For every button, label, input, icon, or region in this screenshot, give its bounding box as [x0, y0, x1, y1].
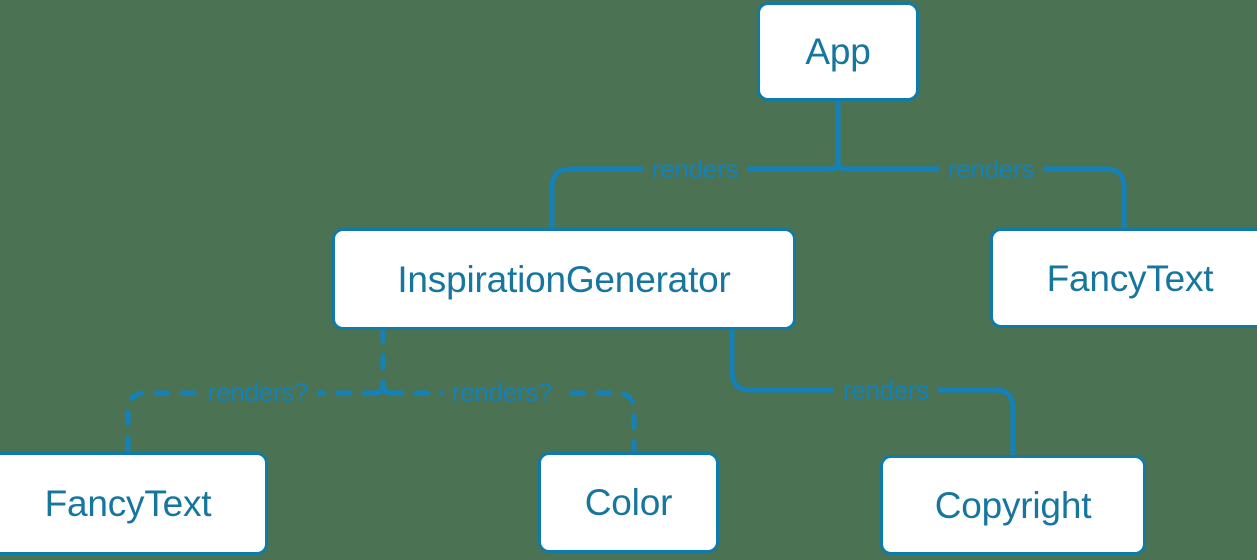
edge-label-inspirationgenerator-to-color: renders?: [442, 379, 562, 405]
edge-app-trunk: [828, 98, 841, 172]
edge-app-to-fancytext: [842, 166, 1127, 231]
node-color[interactable]: Color: [538, 452, 719, 553]
node-inspirationgenerator-label: InspirationGenerator: [397, 258, 731, 300]
edge-label-inspirationgenerator-to-copyright: renders: [833, 377, 939, 403]
edge-label-inspirationgenerator-to-fancytext-bottom: renders?: [198, 379, 318, 405]
edge-label-app-to-inspirationgenerator: renders: [642, 156, 748, 182]
node-app-label: App: [805, 31, 871, 72]
node-copyright[interactable]: Copyright: [880, 455, 1146, 555]
node-fancytext-right-label: FancyText: [1046, 257, 1214, 299]
node-app[interactable]: App: [757, 2, 919, 101]
node-fancytext-bottom-label: FancyText: [44, 483, 212, 524]
node-copyright-label: Copyright: [934, 484, 1092, 526]
edge-app-to-inspirationgenerator: [549, 166, 834, 231]
node-color-label: Color: [584, 482, 673, 523]
node-inspirationgenerator[interactable]: InspirationGenerator: [332, 228, 796, 330]
edge-inspirationgenerator-to-fancytext-bottom: [125, 390, 379, 455]
node-fancytext-right[interactable]: FancyText: [990, 228, 1257, 328]
edge-inspirationgenerator-to-color: [387, 390, 637, 455]
node-fancytext-bottom[interactable]: FancyText: [0, 452, 268, 555]
edge-label-app-to-fancytext: renders: [938, 156, 1044, 182]
